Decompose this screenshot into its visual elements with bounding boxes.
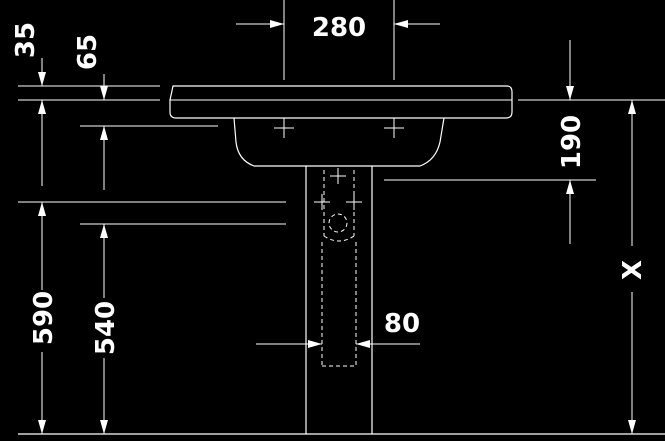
dim-label-80: 80 <box>384 309 420 339</box>
tap-hole-left <box>274 118 294 138</box>
dim-label-65: 65 <box>73 34 103 70</box>
dim-label-280: 280 <box>312 13 366 43</box>
dim-label-35: 35 <box>11 22 41 58</box>
pipe-cross-left <box>314 194 330 210</box>
siphon-hidden-lines <box>321 170 357 367</box>
dim-label-590: 590 <box>29 291 59 345</box>
dim-label-x: X <box>618 260 648 280</box>
tap-hole-right <box>384 118 404 138</box>
dim-label-540: 540 <box>91 301 121 355</box>
pipe-cross-right <box>346 194 362 210</box>
countertop-outline <box>169 85 513 119</box>
dim-label-190: 190 <box>557 115 587 169</box>
drain-cross <box>330 168 346 184</box>
basin-bowl <box>233 117 445 167</box>
